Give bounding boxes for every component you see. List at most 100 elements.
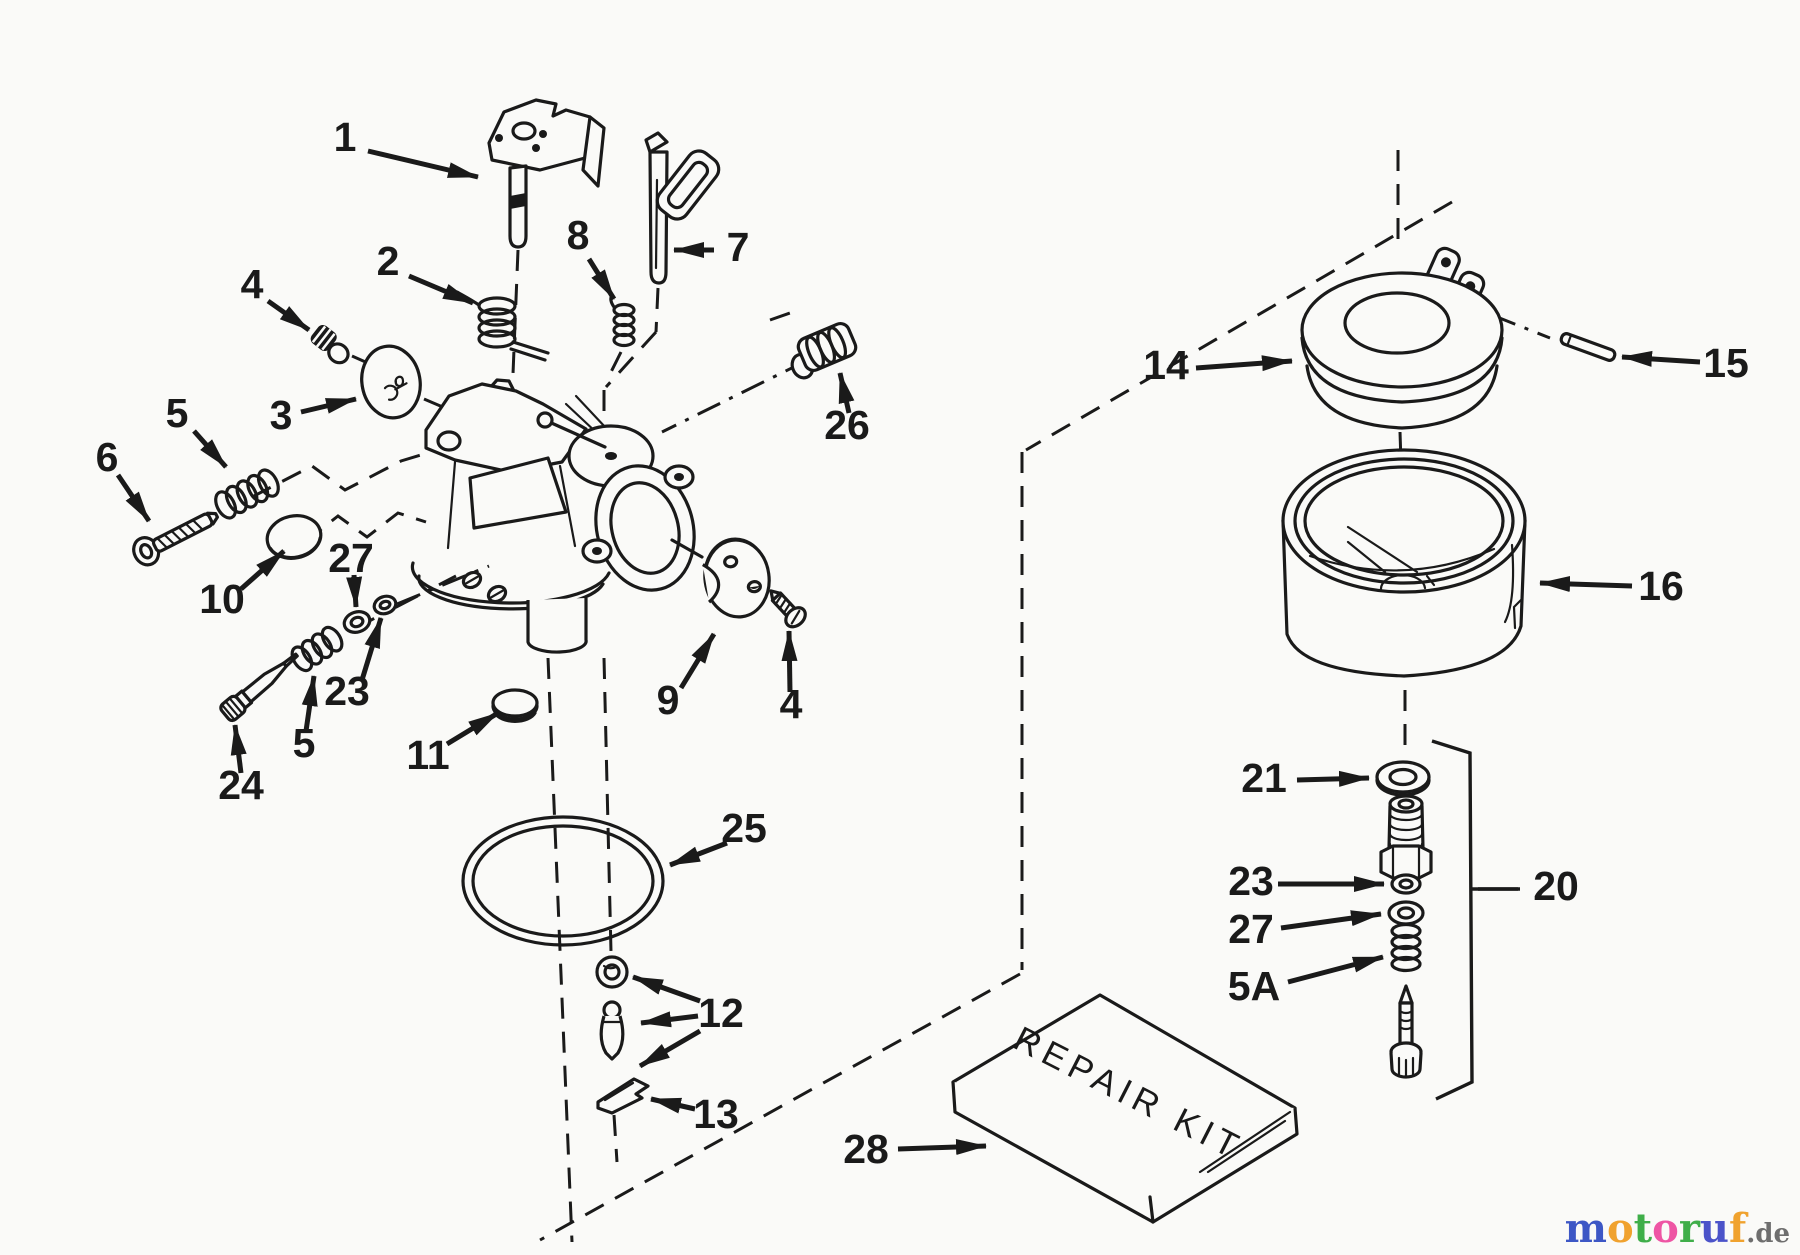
part-label-23: 23: [324, 668, 370, 714]
part-throttle-shaft: [487, 98, 606, 249]
callout-20-27: 20: [1478, 863, 1579, 909]
part-carburetor-body: [410, 378, 704, 654]
callout-4-16: 4: [780, 630, 803, 727]
callout-6-5: 6: [96, 434, 152, 523]
part-idle-screw: [132, 511, 220, 567]
part-repair-kit: REPAIR KIT: [951, 993, 1299, 1224]
callout-21-23: 21: [1241, 755, 1370, 801]
part-welch-plug: [265, 514, 323, 560]
callout-4-2: 4: [241, 261, 311, 333]
part-label-7: 7: [727, 224, 750, 270]
part-adjusting-needle: [219, 652, 299, 723]
watermark-letter: o: [1606, 1205, 1634, 1252]
part-label-26: 26: [824, 402, 870, 448]
part-idle-spring: [609, 293, 636, 348]
watermark-letter: m: [1564, 1205, 1607, 1252]
part-clip: [596, 1077, 650, 1115]
callout-5A-26: 5A: [1228, 954, 1384, 1009]
callout-8-6: 8: [567, 212, 617, 301]
part-label-16: 16: [1638, 563, 1684, 609]
callout-5-12: 5: [293, 675, 318, 766]
leader-arrow: [669, 840, 728, 868]
part-washer-27-left: [342, 610, 372, 634]
leader-arrow: [1539, 575, 1633, 592]
callout-24-13: 24: [218, 724, 264, 808]
part-label-9: 9: [657, 677, 680, 723]
leader-arrow: [638, 1028, 702, 1069]
callout-2-1: 2: [377, 238, 474, 306]
leader-arrow: [632, 974, 701, 1004]
part-label-6: 6: [96, 434, 119, 480]
part-label-3: 3: [270, 392, 293, 438]
part-label-13: 13: [693, 1091, 739, 1137]
callout-1-0: 1: [334, 114, 479, 180]
callout-10-9: 10: [199, 549, 286, 622]
part-label-5: 5: [166, 390, 189, 436]
part-label-2: 2: [377, 238, 400, 284]
callout-23-11: 23: [324, 617, 384, 714]
callout-28-28: 28: [843, 1126, 987, 1172]
part-needle-seat-assembly: [1375, 739, 1518, 1101]
watermark-suffix: .de: [1746, 1219, 1790, 1249]
leader-arrow: [239, 549, 286, 591]
leader-arrow: [300, 396, 357, 415]
watermark-letter: t: [1633, 1205, 1653, 1252]
part-float: [1300, 246, 1504, 430]
leader-arrow: [301, 675, 318, 732]
part-label-1: 1: [334, 114, 357, 160]
leader-arrow: [1621, 350, 1701, 367]
callout-13-19: 13: [650, 1091, 739, 1137]
leader-arrow: [1195, 355, 1293, 372]
leader-arrow: [445, 710, 500, 747]
leader-arrow: [408, 273, 474, 306]
part-float-pin: [1559, 332, 1617, 362]
leader-arrow: [837, 372, 855, 414]
part-label-24: 24: [218, 762, 264, 808]
leader-arrow: [897, 1139, 987, 1156]
callout-23-24: 23: [1228, 858, 1385, 904]
part-screw-plate: [769, 589, 807, 629]
callout-16-22: 16: [1539, 563, 1684, 609]
part-label-23: 23: [1228, 858, 1274, 904]
callout-9-15: 9: [657, 632, 717, 723]
part-throttle-plate: [702, 537, 771, 619]
part-label-14: 14: [1143, 342, 1189, 388]
part-choke-disc: [360, 344, 422, 420]
part-label-11: 11: [406, 732, 449, 778]
part-screw-upper: [310, 324, 350, 365]
part-label-27: 27: [328, 535, 374, 581]
leader-arrow: [230, 724, 247, 774]
part-label-28: 28: [843, 1126, 889, 1172]
watermark-letter: u: [1699, 1205, 1729, 1252]
leader-arrow: [1280, 910, 1382, 931]
part-label-5: 5: [293, 720, 316, 766]
leader-arrow: [678, 632, 717, 690]
callout-3-3: 3: [270, 392, 357, 438]
leader-arrow: [266, 298, 311, 333]
leader-arrow: [1287, 954, 1384, 985]
part-label-27: 27: [1228, 906, 1274, 952]
assembly-centerlines: [251, 150, 1551, 1243]
motoruf-watermark: motoruf.de: [1565, 1209, 1790, 1249]
leader-arrow: [359, 617, 384, 681]
callout-12-18: 12: [632, 974, 744, 1069]
part-bowl-gasket: [461, 815, 665, 947]
part-label-12: 12: [698, 990, 744, 1036]
part-label-10: 10: [199, 576, 245, 622]
leader-arrow: [640, 1011, 699, 1028]
part-label-21: 21: [1241, 755, 1287, 801]
part-label-5A: 5A: [1228, 963, 1280, 1009]
part-inlet-fitting: [790, 322, 858, 380]
leader-arrow: [192, 429, 228, 469]
part-washer-23-left: [372, 594, 398, 616]
leader-arrow: [1296, 770, 1370, 787]
part-label-15: 15: [1703, 340, 1749, 386]
leader-arrow: [346, 574, 363, 608]
leader-arrow: [586, 257, 617, 301]
part-label-20: 20: [1533, 863, 1579, 909]
callout-25-17: 25: [669, 805, 767, 868]
leader-arrow: [367, 148, 479, 180]
